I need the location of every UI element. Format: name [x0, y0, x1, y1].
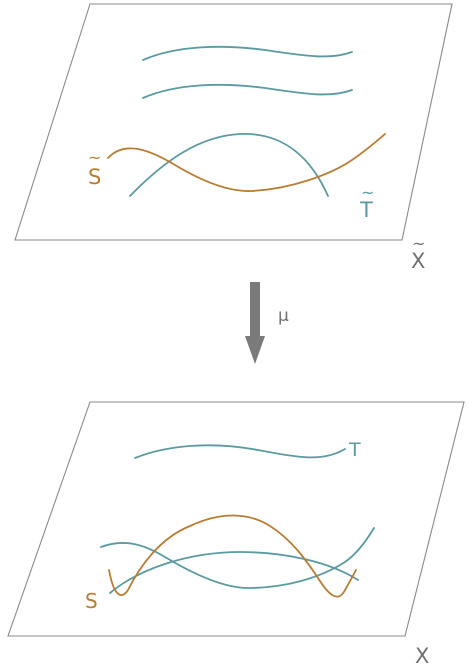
s-label: S: [85, 589, 98, 613]
t-curve: [134, 444, 346, 459]
lower-plane: [7, 401, 465, 637]
s-tilde-tilde: ~: [88, 148, 101, 167]
t-label: T: [348, 439, 361, 461]
upper-plane: [14, 3, 453, 241]
s-tilde-label: S: [88, 165, 101, 189]
mu-arrow: [245, 282, 265, 364]
x-label: X: [415, 644, 429, 668]
upper-teal-curve-1: [142, 45, 353, 61]
t-tilde-tilde: ~: [361, 183, 374, 202]
mu-label: μ: [278, 306, 289, 326]
lower-teal-curve-2: [109, 551, 359, 594]
s-tilde-curve: [107, 133, 386, 192]
t-tilde-curve: [129, 133, 329, 197]
x-tilde-tilde: ~: [412, 234, 425, 253]
x-tilde-label: X: [411, 249, 425, 273]
upper-teal-curve-2: [142, 83, 353, 99]
s-curve: [108, 514, 357, 598]
t-tilde-label: T: [359, 198, 373, 222]
lower-teal-curve-1: [100, 527, 375, 589]
